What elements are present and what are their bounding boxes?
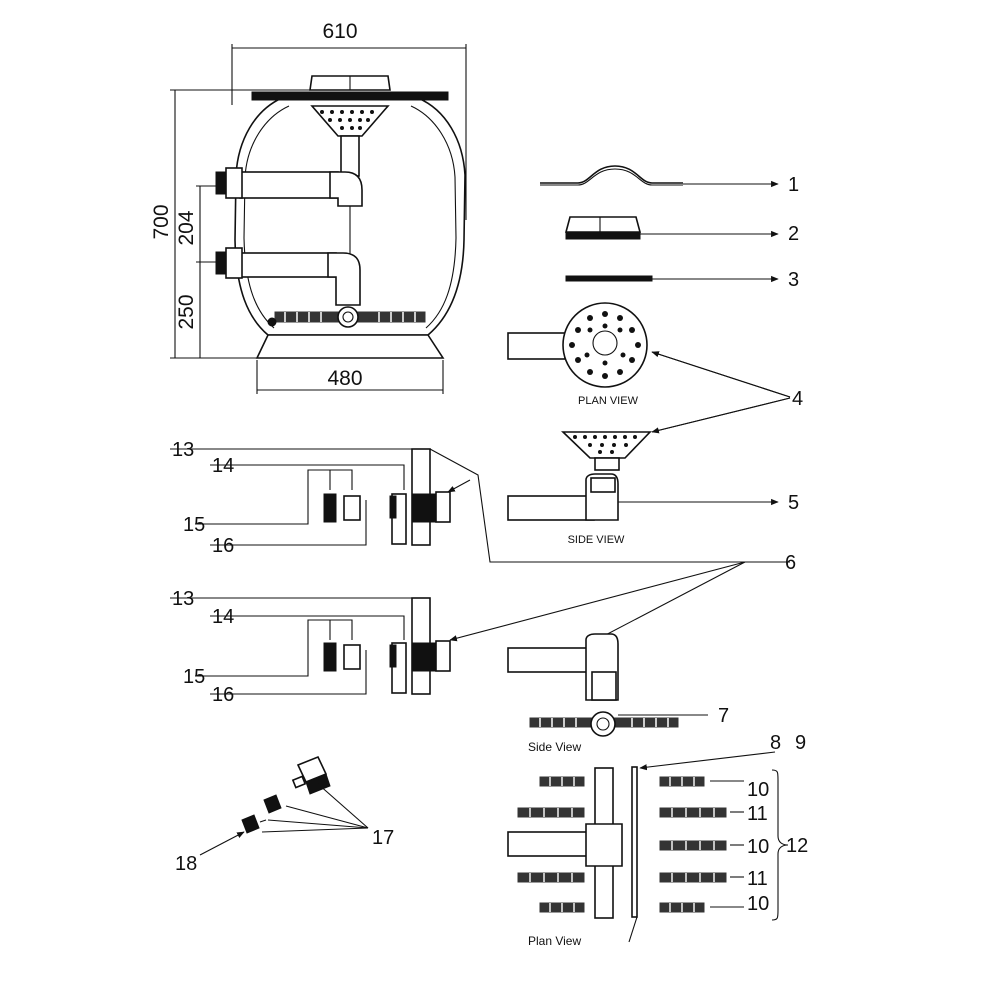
label-2: 2 bbox=[788, 223, 799, 245]
caption-plan-view-top: PLAN VIEW bbox=[578, 395, 639, 407]
label-3: 3 bbox=[788, 269, 799, 291]
caption-plan-view: Plan View bbox=[528, 934, 581, 948]
label-11-top: 11 bbox=[747, 803, 768, 825]
dimension-lines bbox=[170, 44, 467, 394]
label-15-upper: 15 bbox=[183, 514, 205, 536]
part-3-o-ring: 3 bbox=[565, 269, 799, 291]
part-2-lid: 2 bbox=[564, 216, 799, 245]
part-7-collector-side-view: 7 Side View bbox=[507, 633, 729, 754]
upper-port-group: 13 14 15 16 bbox=[170, 439, 790, 563]
label-14-upper: 14 bbox=[212, 455, 234, 477]
label-9: 9 bbox=[795, 732, 806, 754]
filter-tank: 610 480 700 204 250 bbox=[150, 20, 467, 394]
label-8: 8 bbox=[770, 732, 781, 754]
tank-top-flange bbox=[251, 91, 449, 101]
dim-total-height: 700 bbox=[150, 204, 173, 239]
tank-base bbox=[255, 334, 445, 359]
part-4-diffuser: PLAN VIEW 4 bbox=[507, 302, 803, 471]
label-16-upper: 16 bbox=[212, 535, 234, 557]
dim-top-width: 610 bbox=[322, 20, 357, 43]
parts-8-12-collector-plan-view: 8 9 bbox=[507, 732, 808, 948]
label-10-top: 10 bbox=[747, 779, 769, 801]
label-1: 1 bbox=[788, 174, 799, 196]
label-5: 5 bbox=[788, 492, 799, 514]
label-4: 4 bbox=[792, 388, 803, 410]
label-10-bottom: 10 bbox=[747, 893, 769, 915]
label-18: 18 bbox=[175, 853, 197, 875]
label-17: 17 bbox=[372, 827, 394, 849]
label-15-lower: 15 bbox=[183, 666, 205, 688]
parts-17-18-drain-plug: 17 18 bbox=[175, 755, 394, 875]
label-11-bottom: 11 bbox=[747, 868, 768, 890]
label-6: 6 bbox=[785, 552, 796, 574]
label-16-lower: 16 bbox=[212, 684, 234, 706]
caption-side-view: Side View bbox=[528, 740, 581, 754]
label-12: 12 bbox=[786, 835, 808, 857]
dim-upper-gap: 204 bbox=[175, 210, 198, 245]
dim-bottom-width: 480 bbox=[327, 367, 362, 390]
label-10-middle: 10 bbox=[747, 836, 769, 858]
part-5-elbow: SIDE VIEW 5 bbox=[507, 473, 799, 546]
label-14-lower: 14 bbox=[212, 606, 234, 628]
part-6-pointer: 6 bbox=[449, 552, 796, 642]
label-13-lower: 13 bbox=[172, 588, 194, 610]
lower-port-group: 13 14 15 16 bbox=[170, 588, 451, 706]
dim-lower-height: 250 bbox=[175, 294, 198, 329]
caption-side-view-top: SIDE VIEW bbox=[568, 534, 625, 546]
label-13-upper: 13 bbox=[172, 439, 194, 461]
label-7: 7 bbox=[718, 705, 729, 727]
part-1-cover: 1 bbox=[540, 165, 799, 196]
